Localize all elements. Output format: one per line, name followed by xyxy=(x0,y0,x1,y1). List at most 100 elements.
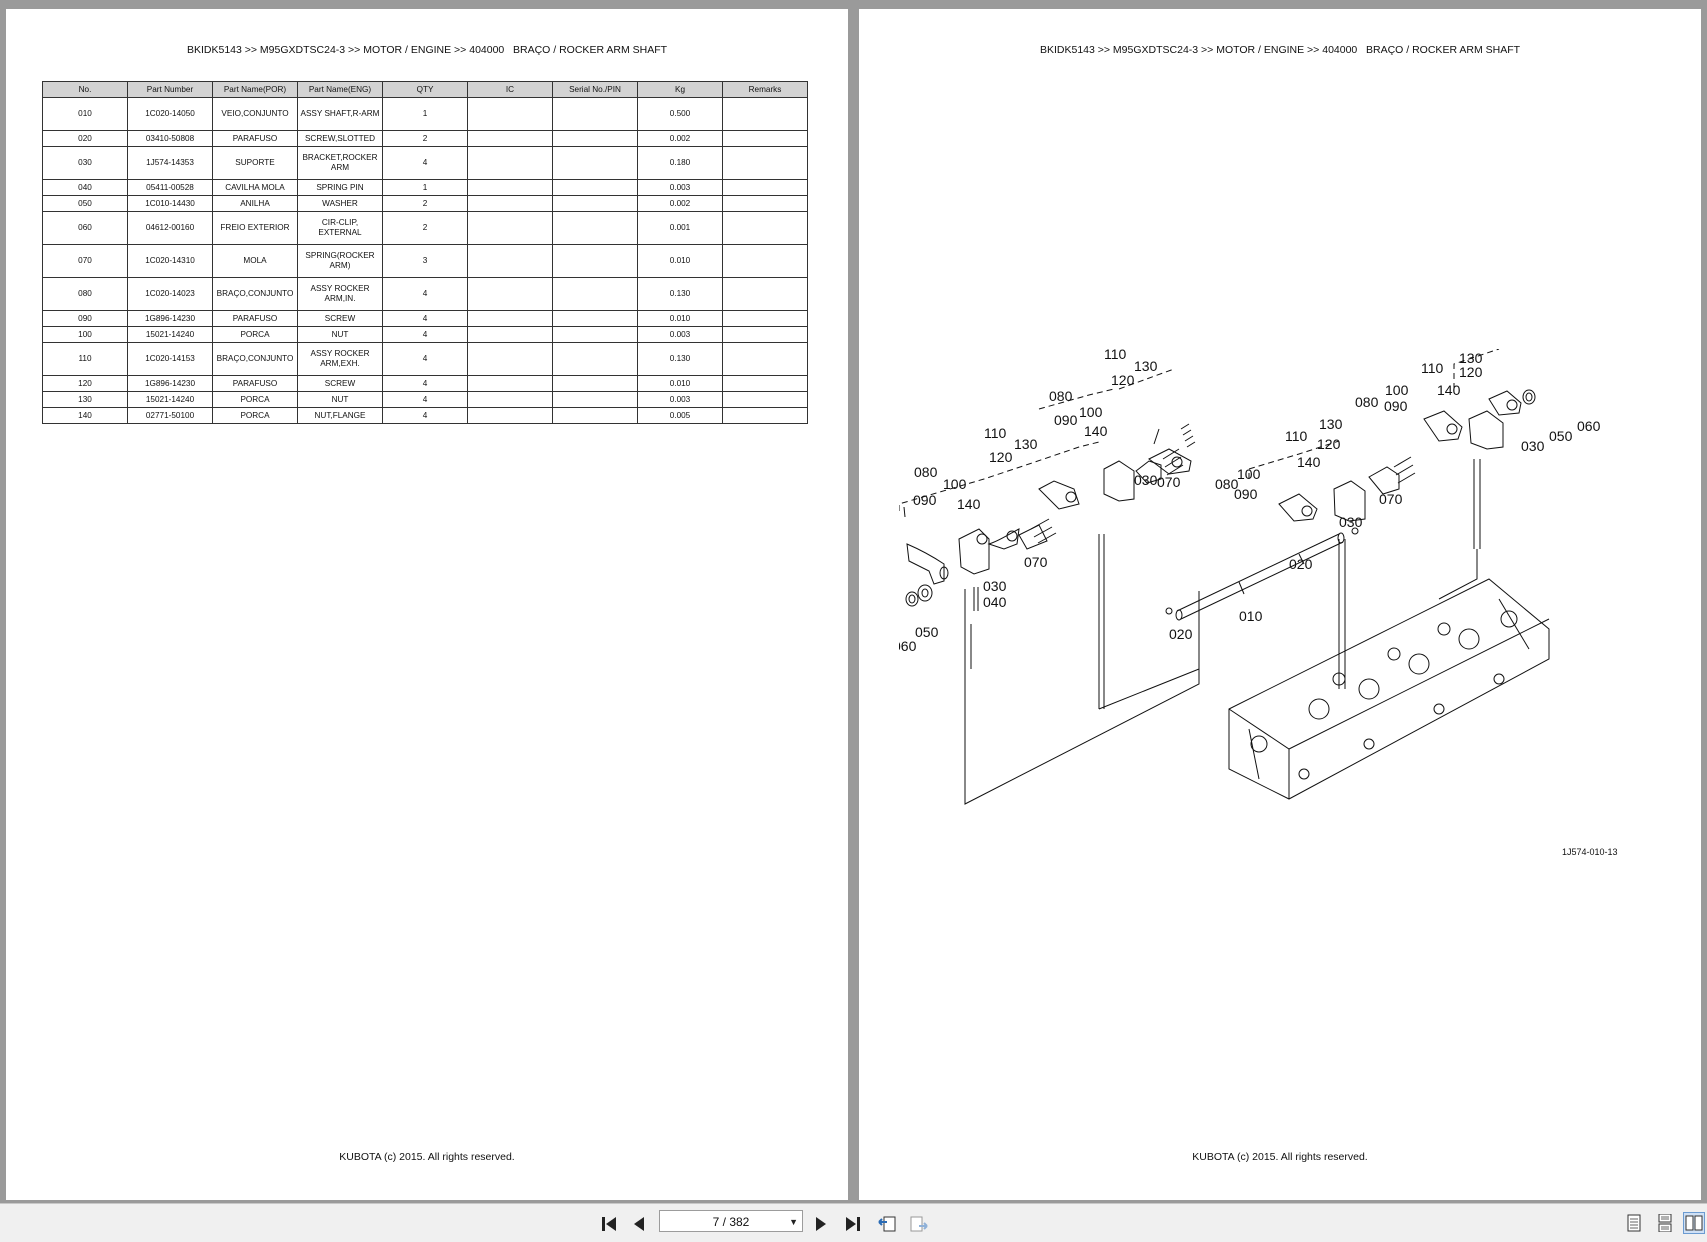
table-cell-no: 110 xyxy=(42,342,128,376)
last-page-icon xyxy=(846,1217,860,1231)
callout-label: 120 xyxy=(1317,436,1341,452)
go-forward-view-button[interactable] xyxy=(908,1213,930,1235)
table-cell-no: 040 xyxy=(42,179,128,196)
table-cell-ic xyxy=(467,342,553,376)
table-cell-serial xyxy=(552,375,638,392)
column-header: QTY xyxy=(382,81,468,98)
callout-label: 120 xyxy=(1459,364,1483,380)
table-cell-por: PARAFUSO xyxy=(212,375,298,392)
table-cell-ic xyxy=(467,391,553,408)
table-cell-no: 070 xyxy=(42,244,128,278)
table-cell-eng: SCREW xyxy=(297,375,383,392)
first-page-button[interactable] xyxy=(598,1213,620,1235)
table-cell-kg: 0.010 xyxy=(637,375,723,392)
table-cell-remarks xyxy=(722,97,808,131)
rocker-group-5-drawing xyxy=(1423,349,1536,600)
table-cell-serial xyxy=(552,326,638,343)
table-cell-kg: 0.500 xyxy=(637,97,723,131)
go-back-view-button[interactable] xyxy=(876,1213,898,1235)
column-header: Kg xyxy=(637,81,723,98)
table-cell-remarks xyxy=(722,179,808,196)
callout-label: 030 xyxy=(1339,514,1363,530)
table-cell-serial xyxy=(552,211,638,245)
callout-label: 140 xyxy=(1297,454,1321,470)
table-cell-ic xyxy=(467,244,553,278)
callout-label: 140 xyxy=(957,496,981,512)
two-page-view-button[interactable] xyxy=(1683,1212,1705,1234)
table-cell-no: 010 xyxy=(42,97,128,131)
rocker-shaft-drawing xyxy=(1165,527,1359,621)
single-page-view-button[interactable] xyxy=(1623,1212,1645,1234)
document-page-left: BKIDK5143 >> M95GXDTSC24-3 >> MOTOR / EN… xyxy=(6,9,848,1200)
table-cell-por: CAVILHA MOLA xyxy=(212,179,298,196)
column-header: No. xyxy=(42,81,128,98)
table-cell-no: 030 xyxy=(42,146,128,180)
next-page-button[interactable] xyxy=(810,1213,832,1235)
callout-label: 140 xyxy=(1084,423,1108,439)
callout-label: 110 xyxy=(1104,349,1127,362)
table-cell-por: BRAÇO,CONJUNTO xyxy=(212,342,298,376)
table-cell-kg: 0.003 xyxy=(637,326,723,343)
chevron-down-icon[interactable]: ▼ xyxy=(789,1217,798,1227)
table-cell-part: 1G896-14230 xyxy=(127,375,213,392)
last-page-button[interactable] xyxy=(842,1213,864,1235)
table-cell-serial xyxy=(552,277,638,311)
table-cell-part: 1C020-14023 xyxy=(127,277,213,311)
table-header-row: No. Part Number Part Name(POR) Part Name… xyxy=(42,81,808,98)
table-cell-ic xyxy=(467,277,553,311)
table-cell-eng: ASSY ROCKER ARM,IN. xyxy=(297,277,383,311)
table-cell-no: 130 xyxy=(42,391,128,408)
table-cell-no: 090 xyxy=(42,310,128,327)
previous-page-button[interactable] xyxy=(628,1213,650,1235)
go-back-view-icon xyxy=(878,1216,896,1232)
table-cell-part: 15021-14240 xyxy=(127,391,213,408)
continuous-view-button[interactable] xyxy=(1654,1212,1676,1234)
table-cell-kg: 0.010 xyxy=(637,244,723,278)
table-cell-por: MOLA xyxy=(212,244,298,278)
table-cell-ic xyxy=(467,326,553,343)
table-cell-no: 020 xyxy=(42,130,128,147)
callout-label: 130 xyxy=(1134,358,1158,374)
table-cell-kg: 0.001 xyxy=(637,211,723,245)
table-cell-eng: SCREW,SLOTTED xyxy=(297,130,383,147)
table-cell-eng: NUT xyxy=(297,391,383,408)
table-cell-por: PARAFUSO xyxy=(212,130,298,147)
table-cell-por: PORCA xyxy=(212,407,298,424)
page-number-field[interactable]: 7 / 382 ▼ xyxy=(659,1210,803,1232)
table-cell-no: 050 xyxy=(42,195,128,212)
callout-label: 090 xyxy=(1054,412,1078,428)
table-cell-part: 1G896-14230 xyxy=(127,310,213,327)
table-cell-qty: 4 xyxy=(382,326,468,343)
two-page-view-icon xyxy=(1685,1215,1703,1231)
parts-table: No. Part Number Part Name(POR) Part Name… xyxy=(42,81,808,424)
table-cell-por: SUPORTE xyxy=(212,146,298,180)
table-cell-eng: NUT xyxy=(297,326,383,343)
table-cell-qty: 4 xyxy=(382,146,468,180)
table-cell-por: PORCA xyxy=(212,326,298,343)
callout-label: 080 xyxy=(1355,394,1379,410)
table-cell-qty: 3 xyxy=(382,244,468,278)
callout-label: 120 xyxy=(989,449,1013,465)
table-cell-qty: 2 xyxy=(382,211,468,245)
callout-label: 110 xyxy=(1285,428,1308,444)
table-cell-qty: 4 xyxy=(382,375,468,392)
table-cell-por: BRAÇO,CONJUNTO xyxy=(212,277,298,311)
table-cell-remarks xyxy=(722,244,808,278)
table-cell-qty: 2 xyxy=(382,130,468,147)
table-cell-ic xyxy=(467,195,553,212)
table-cell-no: 060 xyxy=(42,211,128,245)
table-cell-remarks xyxy=(722,326,808,343)
table-cell-remarks xyxy=(722,375,808,392)
table-cell-qty: 4 xyxy=(382,407,468,424)
table-cell-ic xyxy=(467,310,553,327)
column-header: Part Number xyxy=(127,81,213,98)
callout-label: 130 xyxy=(1319,416,1343,432)
